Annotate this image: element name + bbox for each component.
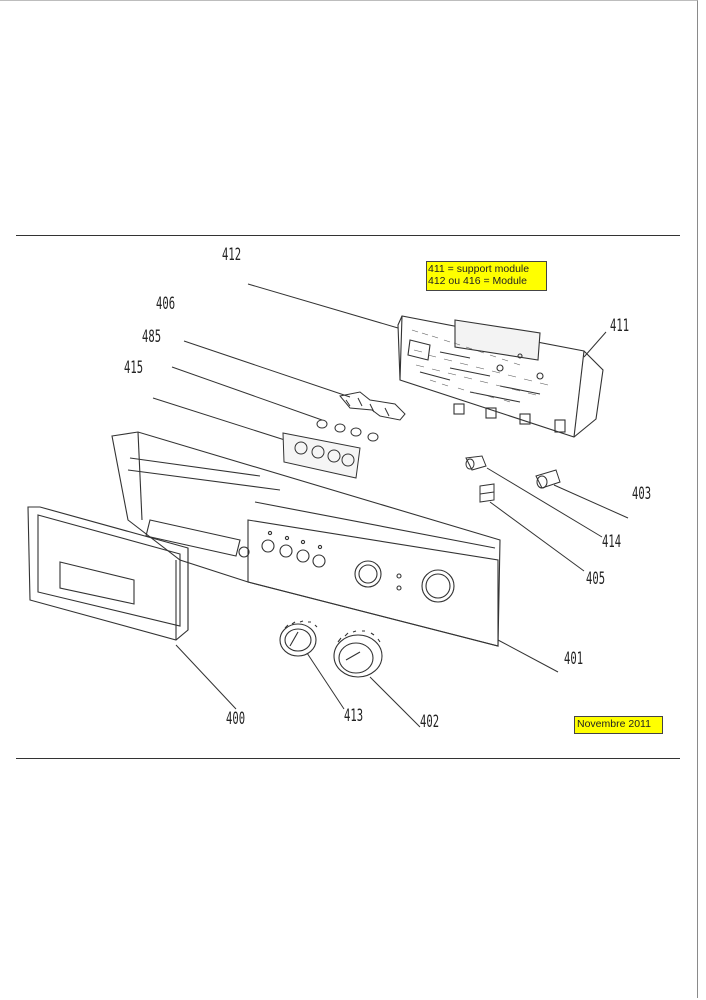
leader-406 [183, 340, 351, 398]
callout-405: 405 [586, 569, 606, 589]
light-pipe-406 [339, 391, 406, 421]
knob-413 [279, 620, 318, 657]
small-part-414 [465, 455, 487, 471]
control-panel-401 [111, 431, 501, 647]
callout-400: 400 [226, 709, 246, 729]
module-board [397, 315, 604, 438]
push-buttons-485 [316, 419, 379, 442]
small-part-403 [535, 469, 561, 489]
drawer-handle-400 [27, 506, 189, 641]
leader-405 [489, 501, 585, 572]
legend-note-line-2: 412 ou 416 = Module [428, 275, 527, 287]
callout-413: 413 [344, 706, 364, 726]
leader-485 [171, 366, 323, 421]
date-note-text: Novembre 2011 [577, 718, 651, 730]
bottom-rule [16, 758, 680, 759]
legend-note: 411 = support module 412 ou 416 = Module [426, 261, 547, 291]
leader-414 [486, 467, 603, 538]
small-part-405 [479, 483, 495, 503]
callout-401: 401 [564, 649, 584, 669]
date-note: Novembre 2011 [574, 716, 663, 734]
leader-lines [152, 283, 629, 728]
leader-411 [583, 331, 607, 358]
key-pad-415 [282, 432, 361, 479]
leader-401 [497, 639, 559, 673]
knob-402 [333, 630, 383, 678]
leader-413 [306, 652, 345, 710]
top-rule [16, 235, 680, 236]
callout-414: 414 [602, 532, 622, 552]
callout-415: 415 [124, 358, 144, 378]
leader-403 [553, 484, 629, 519]
leader-400 [175, 644, 237, 710]
callout-402: 402 [420, 712, 440, 732]
callout-411: 411 [610, 316, 630, 336]
callout-403: 403 [632, 484, 652, 504]
callout-485: 485 [142, 327, 162, 347]
leader-402 [369, 676, 421, 728]
legend-note-line-1: 411 = support module [428, 263, 530, 275]
leader-415 [152, 397, 289, 442]
leader-412 [247, 283, 399, 329]
callout-412: 412 [222, 245, 242, 265]
callout-406: 406 [156, 294, 176, 314]
